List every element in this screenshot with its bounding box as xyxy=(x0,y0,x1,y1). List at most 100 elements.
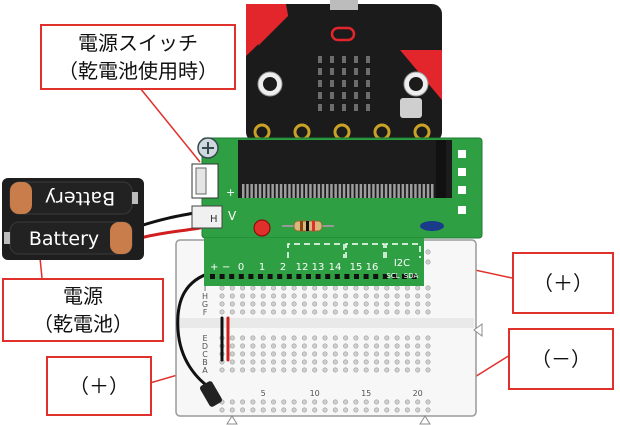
pin-header xyxy=(248,274,254,279)
breadboard-hole xyxy=(425,343,431,349)
slot-pin xyxy=(380,184,384,198)
slot-pin xyxy=(363,184,367,198)
breadboard-column-number: 5 xyxy=(261,389,266,398)
breadboard-hole xyxy=(332,359,338,365)
breadboard-hole xyxy=(353,407,359,413)
led-pixel xyxy=(318,68,322,75)
breadboard-hole xyxy=(260,309,266,315)
led-pixel xyxy=(366,104,370,111)
breadboard-hole xyxy=(322,407,328,413)
breadboard-hole xyxy=(353,367,359,373)
breadboard-column-number: 20 xyxy=(413,389,423,398)
breadboard-hole xyxy=(250,285,256,291)
callout-power-source: 電源 （乾電池） xyxy=(2,278,164,342)
breadboard-hole xyxy=(353,301,359,307)
breadboard-hole xyxy=(322,285,328,291)
plus-mark: + xyxy=(226,186,235,199)
breadboard-hole xyxy=(384,399,390,405)
breadboard-hole xyxy=(363,285,369,291)
pin-header xyxy=(363,274,369,279)
slot-pin xyxy=(279,184,283,198)
breadboard-hole xyxy=(301,367,307,373)
pin-label: 13 xyxy=(312,262,325,273)
breadboard-hole xyxy=(404,399,410,405)
led-pixel xyxy=(330,104,334,111)
breadboard-hole xyxy=(301,335,307,341)
breadboard-hole xyxy=(250,407,256,413)
breadboard-hole xyxy=(363,343,369,349)
breadboard-hole xyxy=(229,285,235,291)
breadboard-hole xyxy=(229,301,235,307)
power-switch-lever xyxy=(195,167,207,195)
pin-label: 16 xyxy=(366,262,379,273)
breadboard-hole xyxy=(404,301,410,307)
battery-red-wire xyxy=(138,226,202,240)
slot-pin xyxy=(284,184,287,198)
breadboard-hole xyxy=(219,407,225,413)
breadboard-hole xyxy=(332,285,338,291)
breadboard-hole xyxy=(353,335,359,341)
breadboard-hole xyxy=(425,335,431,341)
breadboard-hole xyxy=(363,399,369,405)
breadboard-hole xyxy=(281,367,287,373)
slot-pin xyxy=(250,184,253,198)
led-pixel xyxy=(330,80,334,87)
breadboard-hole xyxy=(394,407,400,413)
pin-header xyxy=(344,274,350,279)
breadboard-hole xyxy=(260,367,266,373)
breadboard-hole xyxy=(229,407,235,413)
breadboard-hole xyxy=(229,343,235,349)
breadboard-hole xyxy=(415,335,421,341)
breadboard-hole xyxy=(363,293,369,299)
slot-pin xyxy=(393,184,396,198)
pin-header xyxy=(315,274,321,279)
breadboard-hole xyxy=(219,301,225,307)
led-pixel xyxy=(318,80,322,87)
led-pixel xyxy=(342,80,346,87)
breadboard-hole xyxy=(281,343,287,349)
breadboard-hole xyxy=(353,309,359,315)
slot-pin xyxy=(342,184,346,198)
led-pixel xyxy=(354,92,358,99)
slot-pin xyxy=(330,184,333,198)
i2c-label: I2C xyxy=(394,258,410,269)
slot-pin xyxy=(351,184,354,198)
breadboard-hole xyxy=(281,335,287,341)
breadboard-hole xyxy=(343,335,349,341)
breadboard-hole xyxy=(229,367,235,373)
breadboard-hole xyxy=(363,335,369,341)
breadboard-hole xyxy=(301,301,307,307)
breadboard-hole xyxy=(229,309,235,315)
breadboard-row-letter: H xyxy=(202,292,208,301)
slot-pin xyxy=(300,184,304,198)
callout-minus-right-text: （－） xyxy=(531,347,591,371)
breadboard-hole xyxy=(332,407,338,413)
breadboard-hole xyxy=(270,309,276,315)
slot-pin xyxy=(405,184,409,198)
breadboard-hole xyxy=(343,301,349,307)
breadboard-hole xyxy=(425,259,431,265)
breadboard-hole xyxy=(301,351,307,357)
breadboard-hole xyxy=(353,399,359,405)
breadboard-hole xyxy=(291,407,297,413)
breadboard-hole xyxy=(425,367,431,373)
breadboard-hole xyxy=(322,367,328,373)
callout-power-switch-line1: 電源スイッチ xyxy=(78,31,198,55)
pin-header xyxy=(210,274,215,279)
breadboard-hole xyxy=(415,399,421,405)
breadboard-hole xyxy=(312,285,318,291)
breadboard-hole xyxy=(229,359,235,365)
breadboard-hole xyxy=(373,367,379,373)
logo-touch xyxy=(330,26,356,42)
breadboard-hole xyxy=(281,407,287,413)
led-pixel xyxy=(330,56,334,63)
slot-pin xyxy=(242,184,245,198)
pin-header xyxy=(334,274,340,279)
breadboard-hole xyxy=(373,293,379,299)
plus-label: + xyxy=(210,262,218,273)
breadboard-hole xyxy=(291,399,297,405)
breadboard-hole xyxy=(373,335,379,341)
